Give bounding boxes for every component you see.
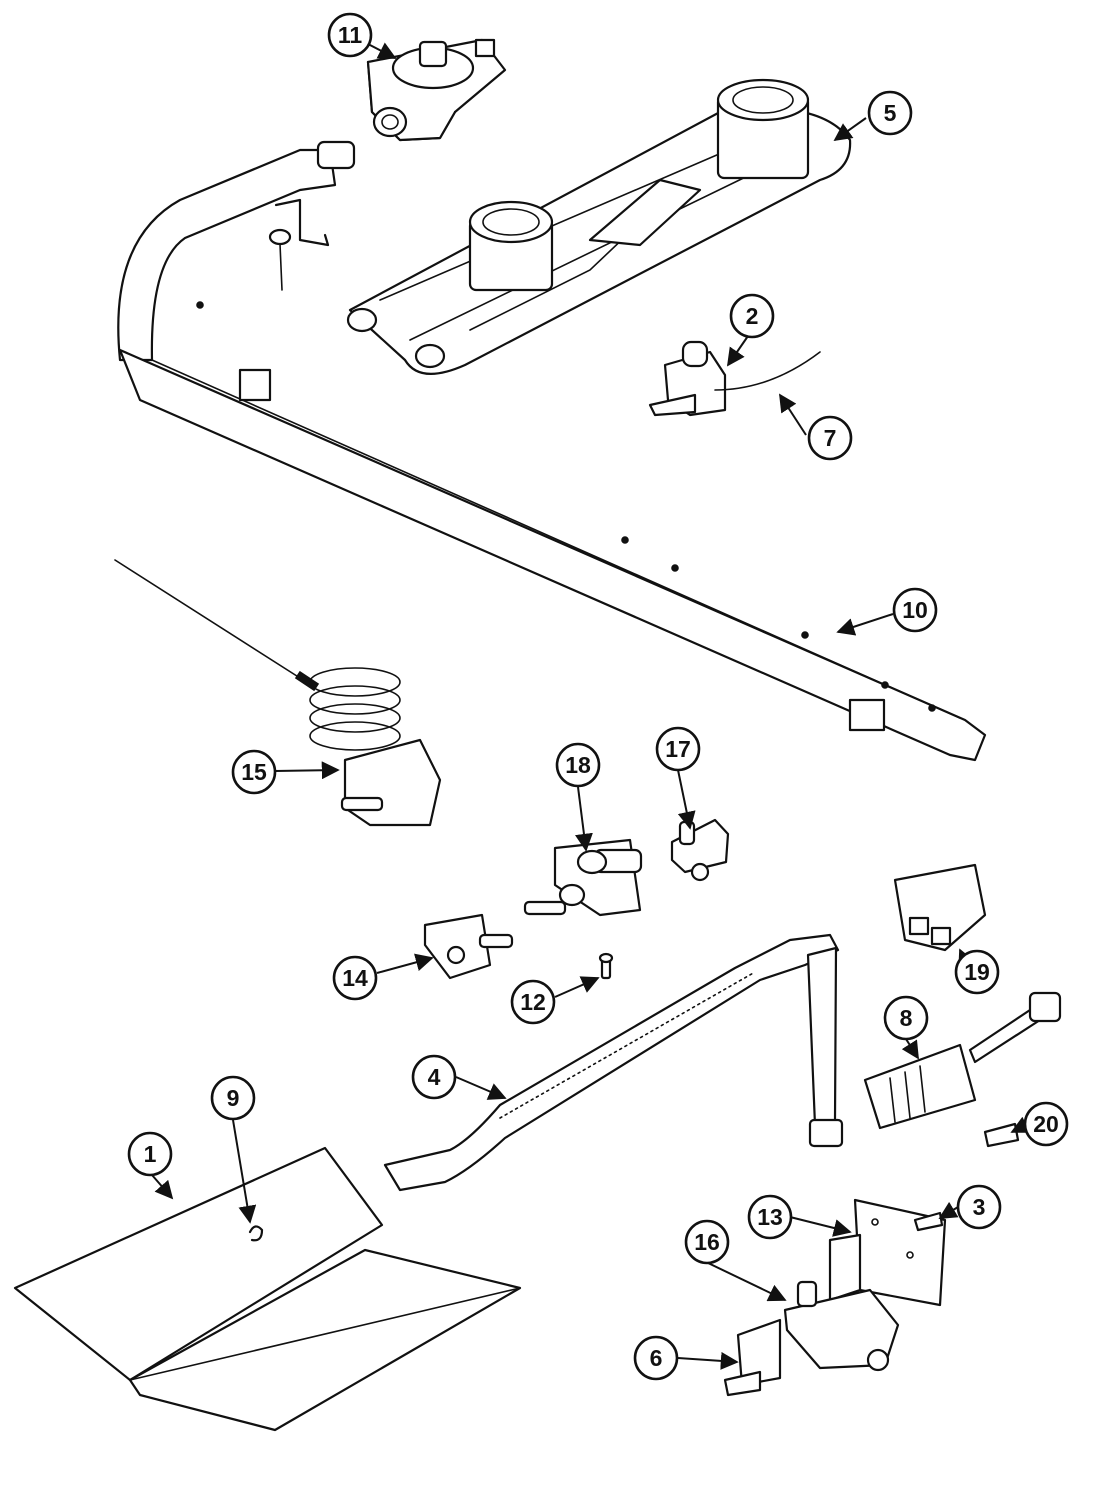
screw-part-20 xyxy=(983,1122,1020,1148)
svg-text:3: 3 xyxy=(973,1194,986,1220)
pilot-valve-part xyxy=(670,818,730,882)
valve-bracket-part xyxy=(423,913,514,980)
spark-module-part xyxy=(893,863,987,952)
svg-text:6: 6 xyxy=(650,1345,663,1371)
callout-1: 1 xyxy=(127,1131,173,1177)
callout-18: 18 xyxy=(555,742,601,788)
callout-12: 12 xyxy=(510,979,556,1025)
callout-5: 5 xyxy=(867,90,913,136)
leader-lines xyxy=(151,42,1031,1370)
mounting-screw xyxy=(268,228,292,291)
screw-part-3 xyxy=(913,1211,944,1232)
valve-support-bracket-part xyxy=(723,1318,782,1397)
callout-6: 6 xyxy=(633,1335,679,1381)
svg-text:15: 15 xyxy=(241,759,267,785)
callout-8: 8 xyxy=(883,995,929,1041)
svg-text:17: 17 xyxy=(665,736,691,762)
svg-text:13: 13 xyxy=(757,1204,783,1230)
svg-text:11: 11 xyxy=(338,22,363,48)
svg-text:18: 18 xyxy=(565,752,591,778)
safety-valve-part xyxy=(783,1280,900,1372)
thermostat-part xyxy=(114,559,442,827)
callout-4: 4 xyxy=(411,1054,457,1100)
callout-17: 17 xyxy=(655,726,701,772)
manifold-pipe-part xyxy=(117,140,987,762)
svg-text:14: 14 xyxy=(342,965,368,991)
svg-text:5: 5 xyxy=(884,100,897,126)
callout-3: 3 xyxy=(956,1184,1002,1230)
callout-19: 19 xyxy=(954,949,1000,995)
callout-11: 11 xyxy=(327,12,373,58)
callout-2: 2 xyxy=(729,293,775,339)
svg-text:7: 7 xyxy=(824,425,837,451)
orifice-bracket-part xyxy=(648,340,821,417)
broiler-panel-part xyxy=(13,1146,522,1432)
callout-14: 14 xyxy=(332,955,378,1001)
svg-text:20: 20 xyxy=(1033,1111,1059,1137)
callout-13: 13 xyxy=(747,1194,793,1240)
svg-text:19: 19 xyxy=(964,959,990,985)
burner-valve-part xyxy=(523,838,643,917)
igniter-part xyxy=(863,991,1062,1130)
screw-part xyxy=(598,952,614,980)
burner-tube-part xyxy=(383,933,844,1192)
svg-text:9: 9 xyxy=(227,1085,240,1111)
callout-15: 15 xyxy=(231,749,277,795)
callout-20: 20 xyxy=(1023,1101,1069,1147)
svg-text:10: 10 xyxy=(902,597,928,623)
callout-10: 10 xyxy=(892,587,938,633)
svg-text:12: 12 xyxy=(520,989,546,1015)
callout-7: 7 xyxy=(807,415,853,461)
svg-text:2: 2 xyxy=(746,303,759,329)
svg-text:8: 8 xyxy=(900,1005,913,1031)
svg-text:16: 16 xyxy=(694,1229,720,1255)
callout-16: 16 xyxy=(684,1219,730,1265)
svg-text:4: 4 xyxy=(428,1064,441,1090)
pressure-regulator-part xyxy=(366,38,507,142)
burner-assembly-part xyxy=(346,78,852,375)
callout-9: 9 xyxy=(210,1075,256,1121)
svg-text:1: 1 xyxy=(144,1141,157,1167)
